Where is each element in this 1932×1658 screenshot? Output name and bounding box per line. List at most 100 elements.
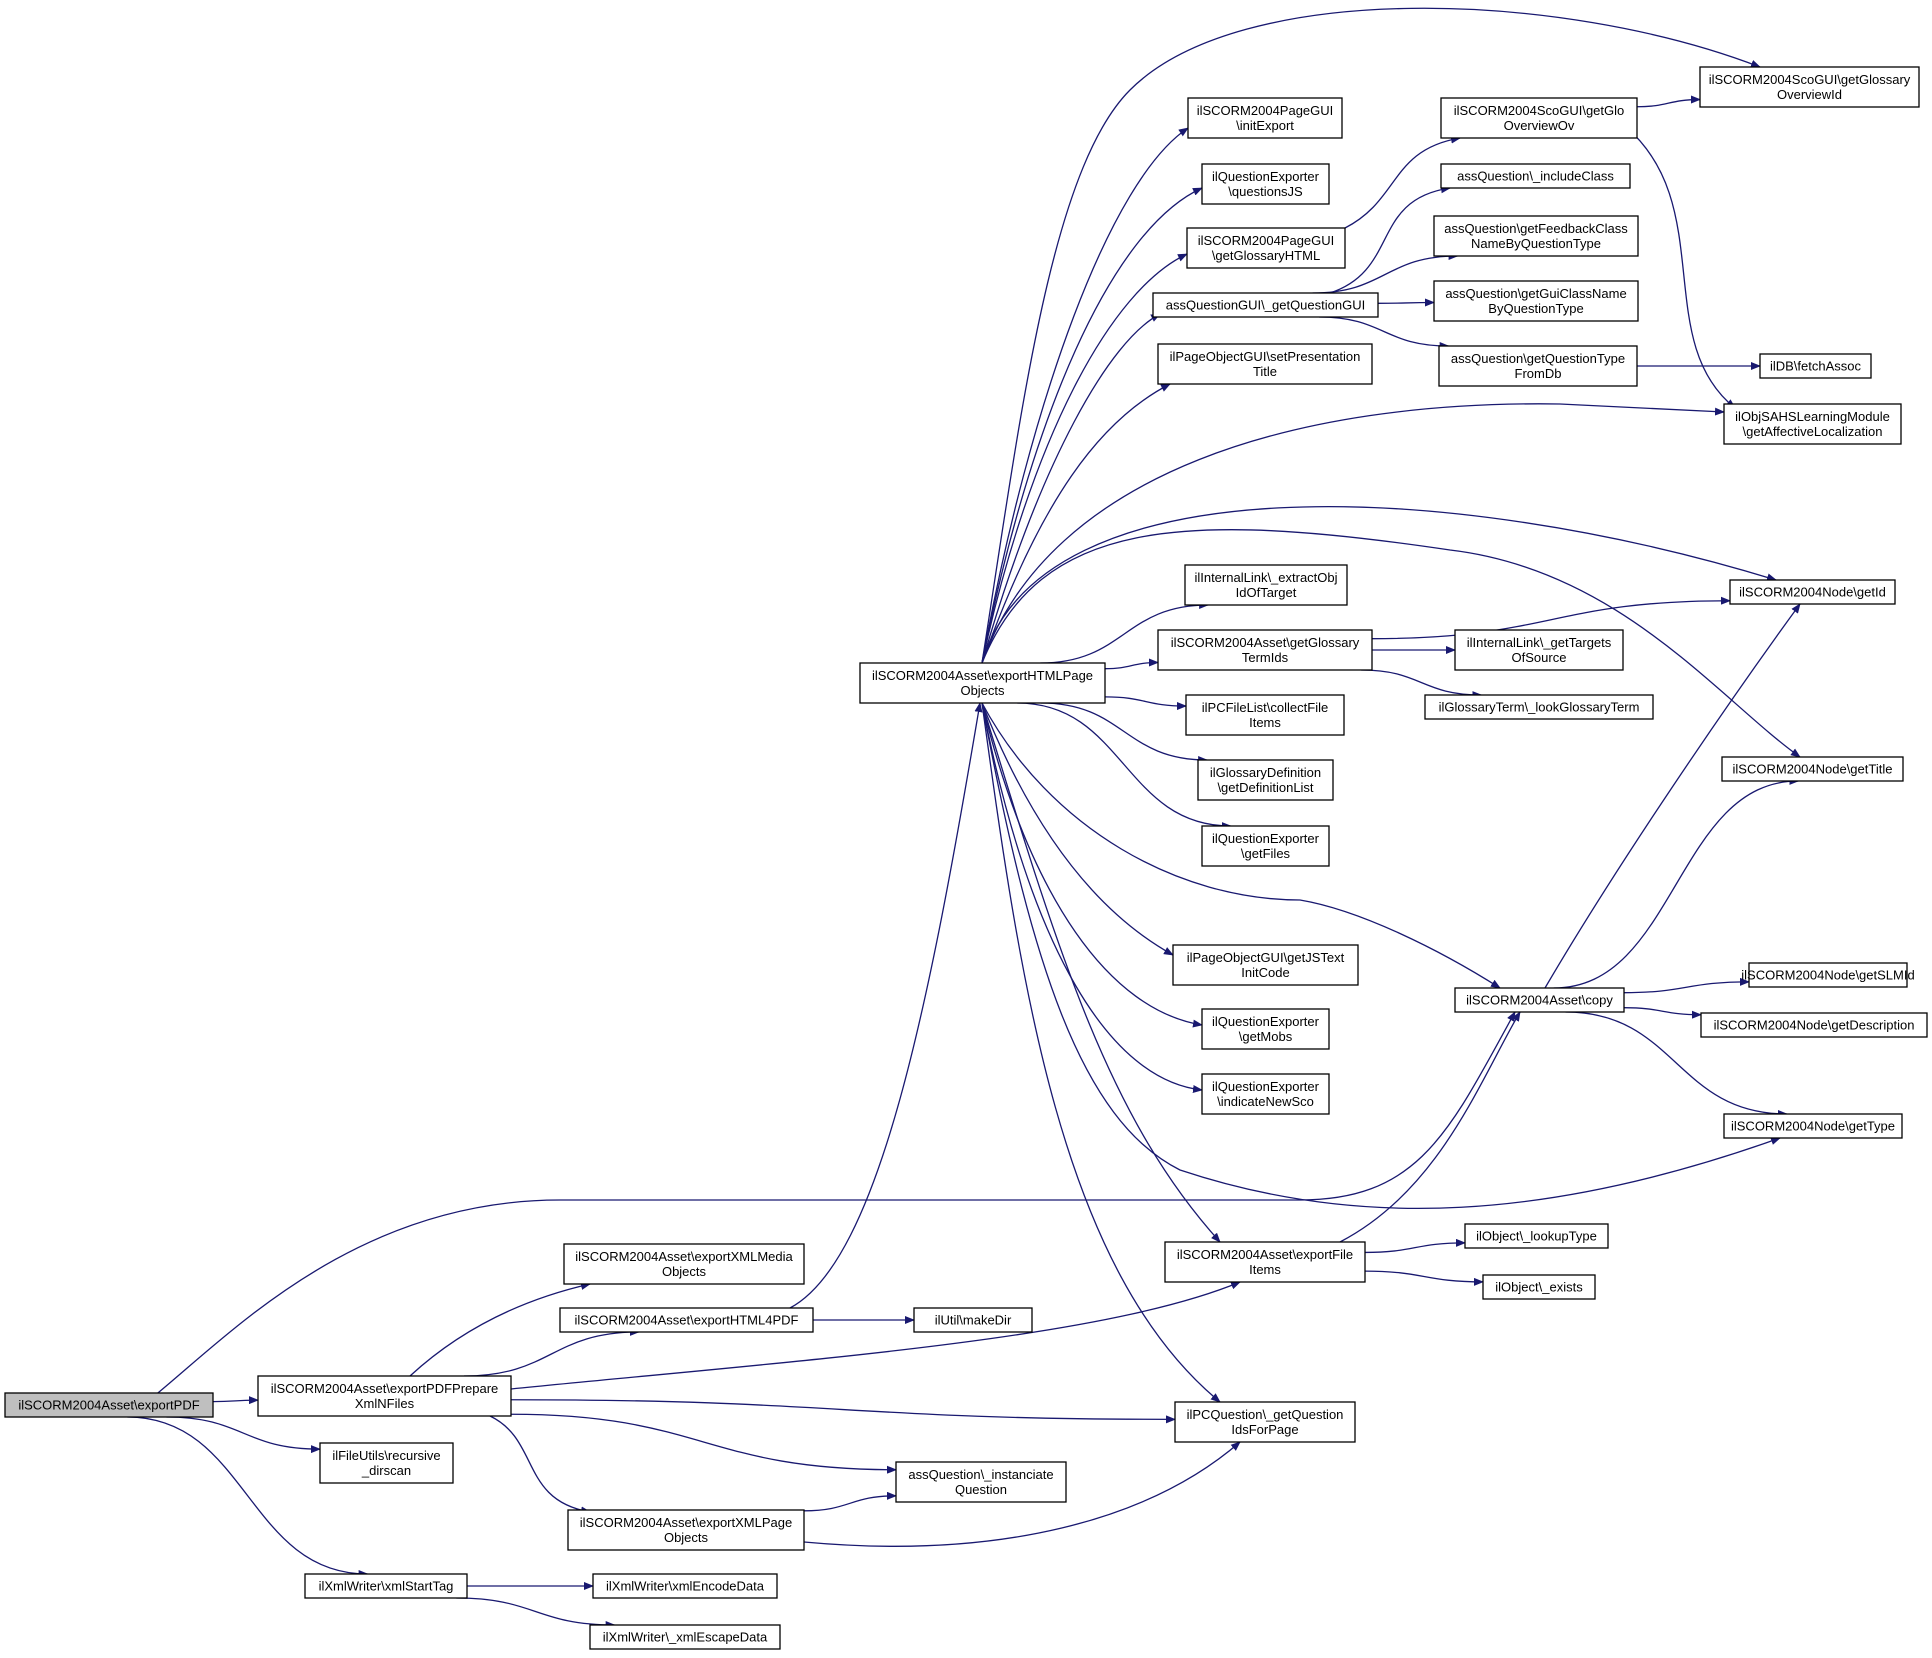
graph-node-xmlEscapeData[interactable]: ilXmlWriter\_xmlEscapeData bbox=[589, 1624, 781, 1650]
graph-node-nodeGetId[interactable]: ilSCORM2004Node\getId bbox=[1729, 579, 1896, 605]
node-box bbox=[1729, 579, 1896, 605]
node-label-line: Question bbox=[955, 1482, 1007, 1497]
edge-exportHTMLPage-to-getAffectiveLocalization bbox=[981, 403, 1725, 664]
node-label-line: ilObject\_exists bbox=[1495, 1280, 1583, 1295]
node-box bbox=[1201, 1008, 1330, 1050]
edge-exportHTMLPage-to-getDefinitionList bbox=[1040, 702, 1209, 764]
edge-getQuestionGUI-to-getQuestionTypeFromDb bbox=[1319, 316, 1450, 350]
node-box bbox=[1187, 97, 1343, 139]
node-label-line: ilSCORM2004PageGUI bbox=[1198, 233, 1335, 248]
graph-node-makeDir[interactable]: ilUtil\makeDir bbox=[913, 1307, 1033, 1333]
edge-assetCopy-to-nodeGetDescription bbox=[1623, 1007, 1702, 1019]
edge-exportHTMLPage-to-setPresentationTitle bbox=[981, 383, 1171, 664]
edge-exportHTMLPage-to-getMobs bbox=[981, 702, 1203, 1028]
edge-exportXMLPage-to-instanciateQuestion bbox=[803, 1491, 897, 1512]
node-label-line: ilQuestionExporter bbox=[1212, 1079, 1320, 1094]
graph-node-exportPDF[interactable]: ilSCORM2004Asset\exportPDF bbox=[4, 1392, 214, 1418]
edge-getGloOverviewOv-to-getAffectiveLocalization bbox=[1619, 121, 1736, 409]
graph-node-includeClass[interactable]: assQuestion\_includeClass bbox=[1440, 163, 1631, 189]
graph-node-getFeedbackClassName[interactable]: assQuestion\getFeedbackClassNameByQuesti… bbox=[1433, 215, 1639, 257]
node-box bbox=[1164, 1241, 1366, 1283]
edge-exportHTMLPage-to-questionsJS bbox=[981, 187, 1203, 664]
node-label-line: \getFiles bbox=[1241, 846, 1291, 861]
node-label-line: ilSCORM2004PageGUI bbox=[1197, 103, 1334, 118]
graph-node-indicateNewSco[interactable]: ilQuestionExporter\indicateNewSco bbox=[1201, 1073, 1330, 1115]
node-label-line: Items bbox=[1249, 715, 1281, 730]
edge-exportHTMLPage-to-collectFileItems bbox=[1104, 696, 1187, 711]
node-label-line: ilSCORM2004Asset\exportPDFPrepare bbox=[271, 1381, 499, 1396]
edge-getGlossaryHTML-to-getGloOverviewOv bbox=[1344, 135, 1461, 229]
edge-getQuestionGUI-to-getGuiClassName bbox=[1377, 298, 1435, 307]
graph-node-getAffectiveLocalization[interactable]: ilObjSAHSLearningModule\getAffectiveLoca… bbox=[1723, 403, 1902, 445]
graph-node-getGlossaryHTML[interactable]: ilSCORM2004PageGUI\getGlossaryHTML bbox=[1186, 227, 1346, 269]
node-box bbox=[1759, 353, 1872, 379]
node-label-line: ByQuestionType bbox=[1488, 301, 1583, 316]
edge-exportPDF-to-xmlStartTag bbox=[127, 1416, 369, 1578]
graph-node-fetchAssoc[interactable]: ilDB\fetchAssoc bbox=[1759, 353, 1872, 379]
node-label-line: IdOfTarget bbox=[1236, 585, 1297, 600]
graph-node-assetCopy[interactable]: ilSCORM2004Asset\copy bbox=[1454, 987, 1625, 1013]
node-box bbox=[1438, 345, 1638, 387]
node-label-line: \questionsJS bbox=[1228, 184, 1303, 199]
graph-node-questionsJS[interactable]: ilQuestionExporter\questionsJS bbox=[1201, 163, 1330, 205]
graph-node-lookupGlossaryTerm[interactable]: ilGlossaryTerm\_lookGlossaryTerm bbox=[1424, 694, 1654, 720]
node-box bbox=[1424, 694, 1654, 720]
node-label-line: \getMobs bbox=[1239, 1029, 1293, 1044]
graph-node-nodeGetTitle[interactable]: ilSCORM2004Node\getTitle bbox=[1721, 756, 1904, 782]
edge-prepareXml-to-getQuestionIds bbox=[510, 1399, 1176, 1424]
node-label-line: ilObject\_lookupType bbox=[1476, 1229, 1597, 1244]
graph-node-getQuestionGUI[interactable]: assQuestionGUI\_getQuestionGUI bbox=[1152, 292, 1379, 318]
graph-node-prepareXml[interactable]: ilSCORM2004Asset\exportPDFPrepareXmlNFil… bbox=[257, 1375, 512, 1417]
node-box bbox=[1433, 215, 1639, 257]
node-label-line: Title bbox=[1253, 364, 1277, 379]
graph-node-getMobs[interactable]: ilQuestionExporter\getMobs bbox=[1201, 1008, 1330, 1050]
node-label-line: ilXmlWriter\xmlStartTag bbox=[319, 1579, 454, 1594]
edge-exportHTMLPage-to-assetCopy bbox=[981, 702, 1501, 989]
edge-xmlStartTag-to-xmlEscapeData bbox=[456, 1597, 616, 1629]
edge-exportFileItems-to-assetCopy bbox=[1339, 1011, 1521, 1243]
graph-node-exportHTML4PDF[interactable]: ilSCORM2004Asset\exportHTML4PDF bbox=[559, 1307, 814, 1333]
graph-node-getFiles[interactable]: ilQuestionExporter\getFiles bbox=[1201, 825, 1330, 867]
node-label-line: ilQuestionExporter bbox=[1212, 1014, 1320, 1029]
node-label-line: ilSCORM2004Asset\exportFile bbox=[1177, 1247, 1353, 1262]
edge-getGlossaryTermIds-to-nodeGetId bbox=[1371, 596, 1731, 640]
graph-node-lookupType[interactable]: ilObject\_lookupType bbox=[1464, 1223, 1609, 1249]
edge-assetCopy-to-nodeGetId bbox=[1544, 603, 1801, 989]
graph-node-xmlStartTag[interactable]: ilXmlWriter\xmlStartTag bbox=[304, 1573, 468, 1599]
node-box bbox=[1699, 66, 1920, 108]
graph-node-getDefinitionList[interactable]: ilGlossaryDefinition\getDefinitionList bbox=[1197, 759, 1334, 801]
node-label-line: ilSCORM2004Asset\getGlossary bbox=[1171, 635, 1360, 650]
node-label-line: FromDb bbox=[1515, 366, 1562, 381]
graph-node-nodeGetDescription[interactable]: ilSCORM2004Node\getDescription bbox=[1700, 1012, 1928, 1038]
graph-node-getGuiClassName[interactable]: assQuestion\getGuiClassNameByQuestionTyp… bbox=[1433, 280, 1639, 322]
node-box bbox=[1482, 1274, 1596, 1300]
graph-node-objExists[interactable]: ilObject\_exists bbox=[1482, 1274, 1596, 1300]
graph-node-nodeGetType[interactable]: ilSCORM2004Node\getType bbox=[1723, 1113, 1903, 1139]
node-label-line: ilQuestionExporter bbox=[1212, 169, 1320, 184]
node-box bbox=[4, 1392, 214, 1418]
graph-node-recursiveDirscan[interactable]: ilFileUtils\recursive_dirscan bbox=[319, 1442, 454, 1484]
edge-getGloOverviewOv-to-getGlossaryOverviewId bbox=[1636, 95, 1701, 108]
node-label-line: ilSCORM2004Node\getDescription bbox=[1714, 1018, 1915, 1033]
node-label-line: ilPageObjectGUI\getJSText bbox=[1187, 950, 1345, 965]
graph-node-initExport[interactable]: ilSCORM2004PageGUI\initExport bbox=[1187, 97, 1343, 139]
graph-node-nodeGetSLMId[interactable]: ilSCORM2004Node\getSLMId bbox=[1741, 962, 1915, 988]
node-label-line: Objects bbox=[664, 1530, 709, 1545]
graph-node-xmlEncodeData[interactable]: ilXmlWriter\xmlEncodeData bbox=[592, 1573, 778, 1599]
node-label-line: TermIds bbox=[1242, 650, 1289, 665]
